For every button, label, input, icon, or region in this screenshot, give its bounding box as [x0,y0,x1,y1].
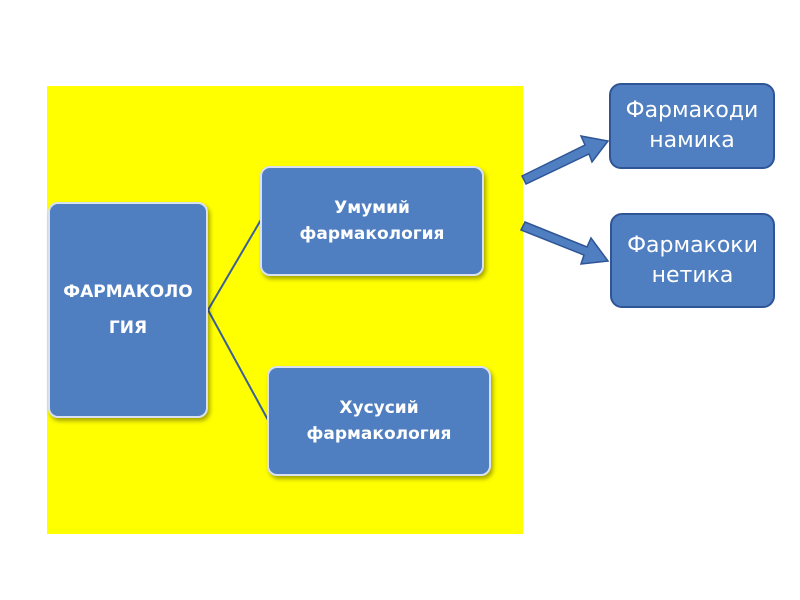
general-pharmacology-label: Умумий фармакология [299,198,445,244]
pharmacodynamics-label: Фармакодинамика [625,98,759,153]
arrow-to-pharmacodynamics [520,135,610,185]
pharmacodynamics-box: Фармакодинамика [609,83,775,169]
pharmacokinetics-label: Фармакокинетика [627,232,758,288]
pharmacokinetics-box: Фармакокинетика [610,213,775,308]
connector-to-special [207,309,269,421]
special-pharmacology-label: Хусусий фармакология [306,398,452,444]
special-pharmacology-box: Хусусий фармакология [267,366,491,476]
connector-to-general [207,217,263,311]
pharmacology-root-label: ФАРМАКОЛОГИЯ [63,282,193,338]
general-pharmacology-box: Умумий фармакология [260,166,484,276]
pharmacology-root-box: ФАРМАКОЛОГИЯ [48,202,208,418]
arrow-to-pharmacokinetics [519,221,610,265]
